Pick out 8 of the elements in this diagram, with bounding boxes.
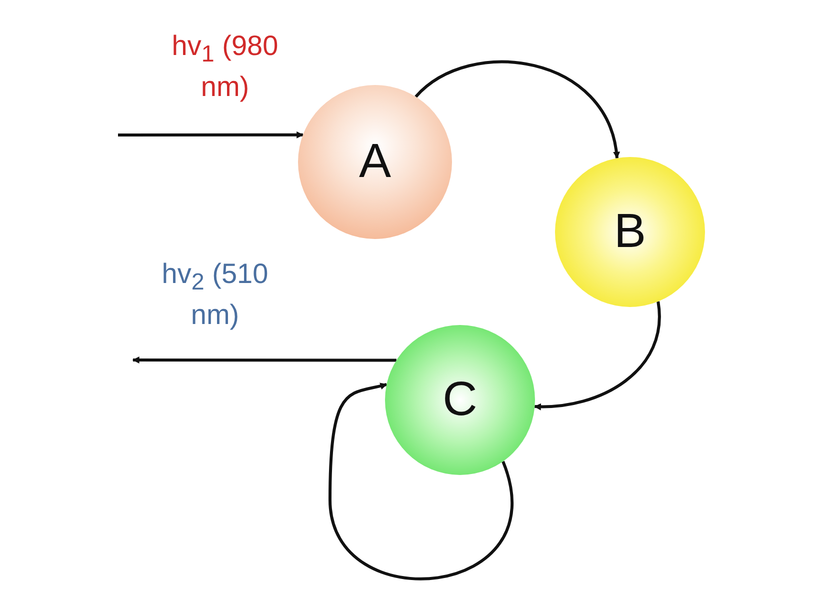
state-label: A (358, 138, 391, 186)
arrow (414, 60, 620, 159)
arrow (534, 301, 661, 410)
arrow (118, 131, 304, 138)
state-label: C (442, 376, 478, 424)
arrow (132, 356, 396, 364)
state-label: B (614, 208, 646, 256)
arrow (328, 382, 514, 580)
